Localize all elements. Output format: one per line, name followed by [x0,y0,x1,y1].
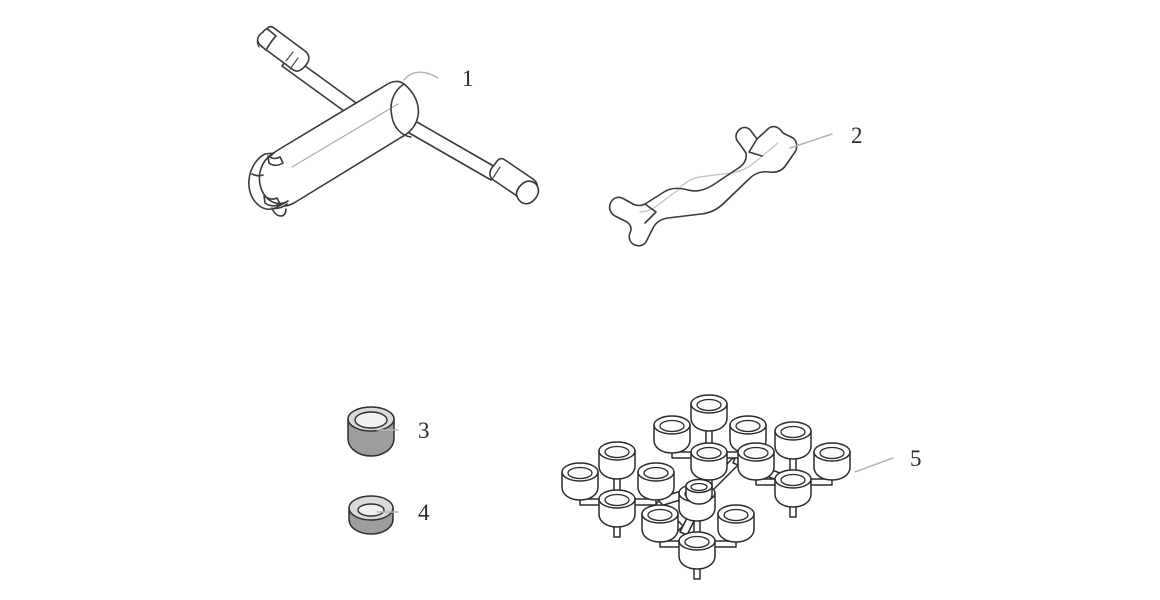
sprue-center-hub [685,478,713,505]
part-t-handle-socket-wrench: 1 [248,25,540,217]
leader-line-5 [854,457,894,473]
sprue-bushing [561,462,599,501]
callout-label-4: 4 [418,500,430,525]
sprue-cluster-left [561,441,675,538]
callout-label-5: 5 [910,446,922,471]
sprue-bushing [678,531,716,570]
part-open-end-wrench: 2 [608,123,863,247]
callout-label-1: 1 [462,66,474,91]
sprue-bushing [637,462,675,501]
cross-bar-lower-arm [403,117,540,205]
sprue-bushing [690,442,728,481]
part-washer-ring: 4 [348,495,430,535]
sprue-bushing [598,441,636,480]
sprue-bushing [737,442,775,481]
part-bushing-cap: 3 [347,406,430,457]
sprue-bushing [813,442,851,481]
sprue-bushing [653,415,691,454]
sprue-cluster-top [653,394,767,491]
sprue-bushing [598,489,636,528]
sprue-cluster-right [737,421,851,518]
sprue-bushing [690,394,728,432]
sprue-bushing [641,504,679,543]
sprue-bushing [717,504,755,543]
leader-line-1 [403,71,439,81]
sprue-bushing [774,469,812,508]
part-sprue-tree: 5 [561,394,922,580]
sprue-bushing [774,421,812,460]
leader-line-2 [789,133,833,149]
socket-slotted-end [248,152,289,217]
callout-label-2: 2 [851,123,863,148]
callout-label-3: 3 [418,418,430,443]
